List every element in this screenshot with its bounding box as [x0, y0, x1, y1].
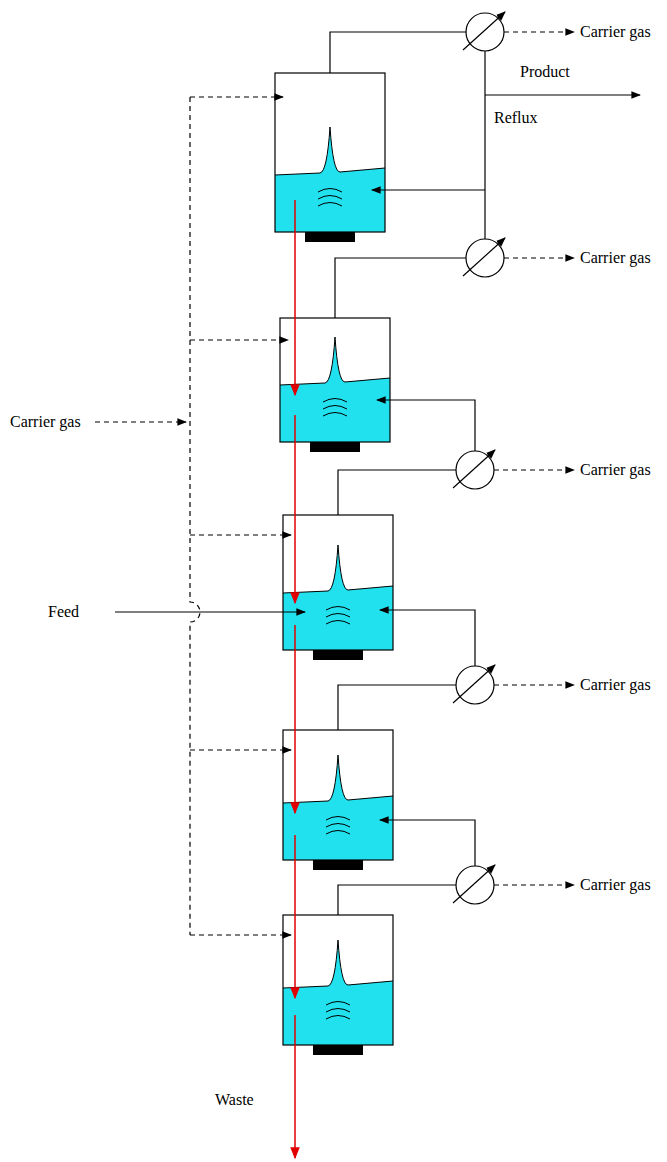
liquid-bath [283, 940, 393, 1055]
vapour-line [338, 885, 456, 915]
liquid-flow [294, 415, 296, 603]
condenser-arrow [453, 665, 495, 703]
gas-inlet [95, 421, 186, 422]
vapour-line [330, 32, 466, 73]
liquid-bath [280, 337, 390, 452]
condensate-arrow [377, 400, 475, 451]
liquid-flow [294, 835, 296, 998]
gas-manifold [190, 97, 200, 935]
liquid-bath [283, 545, 393, 660]
liquid-flow [294, 1015, 296, 1158]
feed-arrow [115, 611, 305, 612]
vessel [283, 515, 393, 650]
label: Carrier gas [580, 461, 651, 479]
gas-inlet [190, 534, 291, 535]
vessel [283, 915, 393, 1045]
condensate-line [484, 190, 485, 239]
reflux-arrow [372, 189, 485, 190]
condenser-arrow [453, 865, 495, 903]
gas-outlet [494, 684, 574, 685]
label: Carrier gas [580, 23, 651, 41]
gas-inlet [190, 339, 288, 340]
condensers [453, 12, 505, 904]
label: Waste [215, 1091, 254, 1109]
condenser-arrow [453, 450, 495, 488]
product-arrow [485, 94, 640, 95]
condensate-arrow [380, 820, 475, 866]
condensate-arrow [380, 610, 475, 666]
liquid-flow [294, 200, 296, 395]
label: Product [520, 63, 570, 81]
condenser-arrow [463, 238, 505, 276]
liquid-bath [275, 127, 385, 242]
gas-outlet [494, 469, 574, 470]
label: Feed [48, 603, 79, 621]
label: Carrier gas [580, 676, 651, 694]
label: Carrier gas [10, 413, 81, 431]
vessel [280, 318, 390, 442]
gas-outlet [504, 31, 574, 32]
gas-outlet [504, 257, 574, 258]
label: Reflux [494, 109, 538, 127]
gas-inlet [190, 934, 291, 935]
vessel [275, 73, 385, 232]
label: Carrier gas [580, 876, 651, 894]
liquid-flow [294, 625, 296, 813]
vapour-line [338, 685, 456, 730]
gas-outlet [494, 884, 574, 885]
vapour-line [335, 258, 466, 318]
vessel [283, 730, 393, 860]
condenser-arrow [463, 12, 505, 50]
label: Carrier gas [580, 249, 651, 267]
vapour-line [338, 470, 456, 515]
reflux-line [484, 51, 485, 190]
liquid-bath [283, 755, 393, 870]
gas-inlet [190, 749, 291, 750]
gas-inlet [190, 96, 283, 97]
